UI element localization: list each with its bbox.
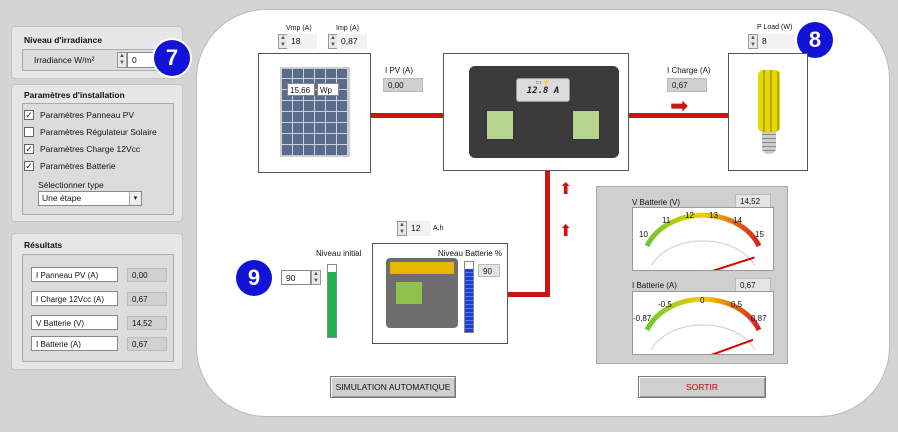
pload-label: P Load (W)	[757, 24, 793, 31]
wire-regulator-load	[629, 113, 728, 118]
pv-power-value: 15,66	[287, 83, 315, 96]
result-row-value: 0,67	[127, 337, 167, 351]
battery-level-bar	[464, 261, 474, 333]
battery-icon: ▭ ⚡	[535, 80, 551, 86]
lamp-base	[762, 132, 776, 154]
chevron-down-icon: ▾	[129, 192, 141, 205]
capacity-spinner[interactable]: ▲▼	[397, 221, 407, 236]
result-row-label: I Batterie (A)	[31, 336, 118, 351]
irradiance-title: Niveau d'irradiance	[24, 35, 103, 45]
wire-regulator-battery-v	[545, 171, 550, 297]
results-title: Résultats	[24, 240, 63, 250]
vbat-tick: 11	[662, 216, 671, 225]
result-row-value: 14,52	[127, 316, 167, 330]
solar-panel-image	[280, 67, 350, 157]
battery-image	[386, 258, 458, 328]
vbat-tick: 12	[685, 211, 694, 220]
regulator-right-terminal	[572, 110, 600, 140]
ipv-value: 0,00	[383, 78, 423, 92]
install-title: Paramètres d'installation	[24, 90, 125, 100]
ibat-gauge-value: 0,67	[735, 278, 771, 292]
result-row-label: I Charge 12Vcc (A)	[31, 291, 118, 306]
select-type-label: Sélectionner type	[38, 180, 104, 190]
initial-level-label: Niveau initial	[316, 249, 362, 258]
checkbox-panneau-pv-label: Paramètres Panneau PV	[40, 110, 135, 120]
pv-power-unit: Wp	[317, 83, 339, 96]
ibat-tick: -0,5	[658, 300, 672, 309]
result-row-label: V Batterie (V)	[31, 315, 118, 330]
initial-level-input[interactable]: 90	[281, 270, 311, 285]
ibat-gauge-label: I Batterie (A)	[632, 281, 677, 290]
checkbox-regulateur[interactable]	[24, 127, 34, 137]
ibat-needle	[702, 338, 754, 359]
vbat-gauge-value: 14,52	[735, 194, 771, 208]
vbat-gauge-svg	[644, 212, 762, 275]
ipv-label: I PV (A)	[385, 66, 414, 75]
regulator-display-value: 12.8 A	[526, 86, 560, 96]
regulator-left-terminal	[486, 110, 514, 140]
capacity-input[interactable]: 12	[407, 221, 431, 236]
ibat-tick: 0,87	[751, 314, 767, 323]
ibat-tick: -0,87	[633, 314, 652, 323]
vbat-tick: 14	[733, 216, 742, 225]
badge-8: 8	[797, 22, 833, 58]
simulation-button[interactable]: SIMULATION AUTOMATIQUE	[330, 376, 456, 398]
checkbox-panneau-pv[interactable]: ✓	[24, 110, 34, 120]
initial-level-spinner[interactable]: ▲▼	[311, 270, 321, 285]
vmp-label: Vmp (A)	[286, 25, 312, 32]
battery-level-value: 90	[478, 264, 500, 277]
regulator-display: ▭ ⚡ 12.8 A	[516, 78, 570, 102]
vbat-tick: 15	[755, 230, 764, 239]
checkbox-batterie[interactable]: ✓	[24, 161, 34, 171]
lamp-icon	[758, 70, 780, 132]
wire-pv-regulator	[371, 113, 443, 118]
vmp-input[interactable]: 18	[287, 34, 317, 49]
checkbox-batterie-label: Paramètres Batterie	[40, 161, 116, 171]
vbat-needle	[702, 256, 755, 275]
exit-button[interactable]: SORTIR	[638, 376, 766, 398]
imp-label: Imp (A)	[336, 25, 359, 32]
irradiance-label: Irradiance W/m²	[34, 55, 95, 65]
vbat-tick: 10	[639, 230, 648, 239]
battery-label-area	[396, 282, 422, 304]
badge-9: 9	[236, 260, 272, 296]
battery-level-label: Niveau Batterie %	[438, 249, 503, 258]
select-type-dropdown[interactable]: Une étape ▾	[38, 191, 142, 206]
checkbox-regulateur-label: Paramètres Régulateur Solaire	[40, 127, 157, 137]
result-row-value: 0,67	[127, 292, 167, 306]
ibat-tick: 0,5	[731, 300, 743, 309]
arrow-up-icon: ⬆	[559, 223, 573, 240]
initial-level-fill	[328, 272, 336, 337]
select-type-value: Une étape	[42, 193, 82, 203]
arrow-right-icon: ➡	[670, 93, 689, 118]
pload-input[interactable]: 8	[758, 34, 794, 49]
vbat-gauge: 10 11 12 13 14 15	[632, 207, 774, 275]
badge-7: 7	[154, 40, 190, 76]
checkbox-charge-label: Paramètres Charge 12Vcc	[40, 144, 141, 154]
pload-spinner[interactable]: ▲▼	[748, 34, 758, 49]
vbat-gauge-label: V Batterie (V)	[632, 198, 681, 207]
result-row-value: 0,00	[127, 268, 167, 282]
initial-level-bar	[327, 264, 337, 338]
ibat-tick: 0	[700, 296, 705, 305]
battery-top	[390, 262, 454, 274]
install-panel: Paramètres d'installation ✓ Paramètres P…	[11, 84, 183, 222]
wire-regulator-battery-h	[506, 292, 550, 297]
icharge-value: 0,67	[667, 78, 707, 92]
irradiance-spinner[interactable]: ▲▼	[117, 52, 127, 68]
result-row-label: I Panneau PV (A)	[31, 267, 118, 282]
imp-input[interactable]: 0,87	[337, 34, 367, 49]
ibat-gauge: -0,87 -0,5 0 0,5 0,87	[632, 291, 774, 359]
checkbox-charge[interactable]: ✓	[24, 144, 34, 154]
results-panel: Résultats I Panneau PV (A) 0,00 I Charge…	[11, 233, 183, 370]
icharge-label: I Charge (A)	[667, 66, 711, 75]
arrow-up-icon: ⬆	[559, 181, 573, 198]
capacity-unit: A.h	[433, 225, 444, 232]
vbat-tick: 13	[709, 211, 718, 220]
battery-level-fill	[465, 269, 473, 332]
